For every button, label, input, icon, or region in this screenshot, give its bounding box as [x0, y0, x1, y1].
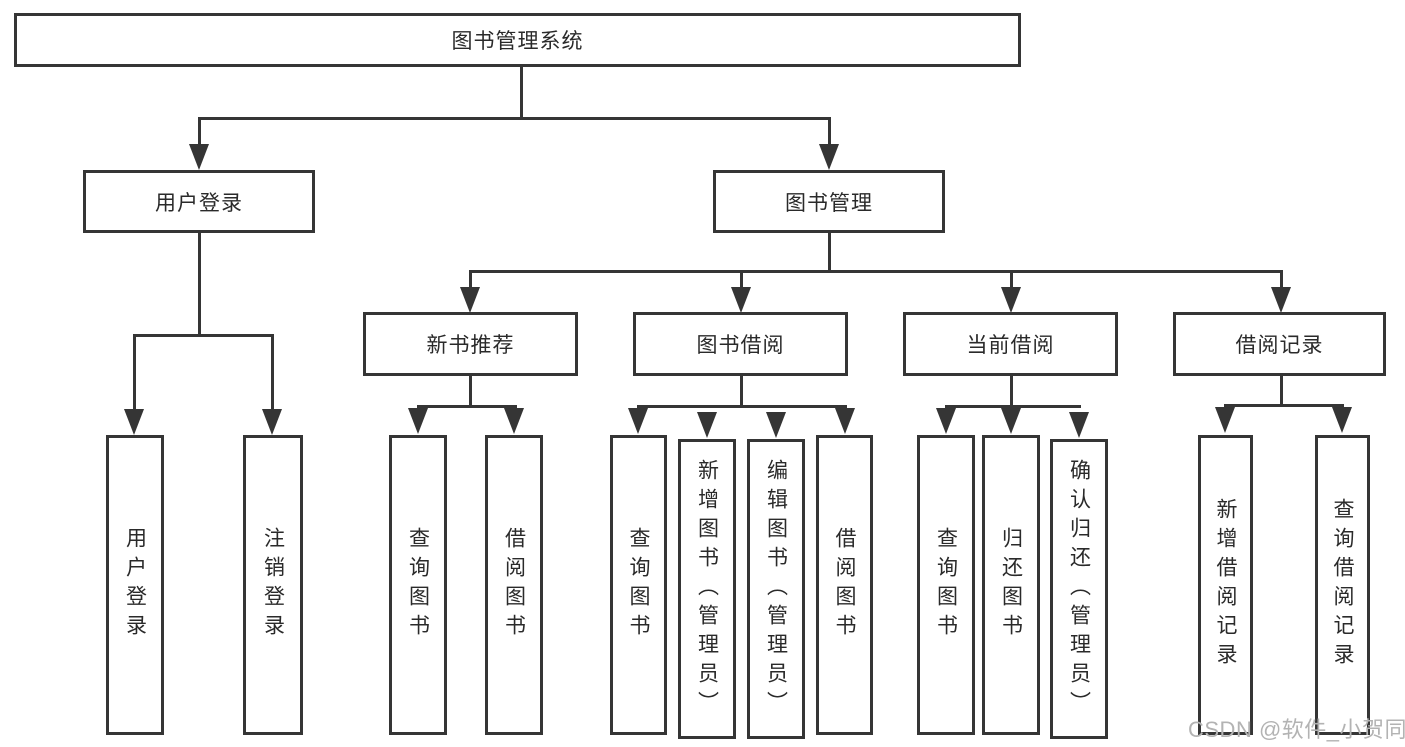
- leaf-cb-confirm-return-admin: 确认归还（管理员）: [1050, 439, 1108, 739]
- arrowhead-current-borrow: [1001, 287, 1021, 313]
- leaf-bb-borrow-book-label: 借阅图书: [833, 527, 856, 643]
- connector-book-mgmt-stem: [828, 233, 831, 273]
- connector-current-borrow-stem: [1010, 376, 1013, 408]
- arrowhead-rec-borrow-book: [504, 408, 524, 434]
- leaf-cb-query-book: 查询图书: [917, 435, 975, 735]
- connector-book-borrow-bar: [637, 405, 847, 408]
- leaf-cb-return-book-label: 归还图书: [999, 527, 1023, 643]
- leaf-br-query-record: 查询借阅记录: [1315, 435, 1370, 735]
- leaf-cb-query-book-label: 查询图书: [934, 527, 958, 643]
- leaf-bb-edit-book-admin-label: 编辑图书（管理员）: [764, 458, 788, 720]
- node-current-borrow: 当前借阅: [903, 312, 1118, 376]
- connector-drop-leaf-logout: [271, 334, 274, 410]
- arrowhead-bb-borrow-book: [835, 408, 855, 434]
- connector-drop-borrow-record: [1280, 270, 1283, 288]
- leaf-bb-add-book-admin: 新增图书（管理员）: [678, 439, 736, 739]
- node-book-borrow: 图书借阅: [633, 312, 848, 376]
- leaf-br-query-record-label: 查询借阅记录: [1331, 498, 1354, 672]
- connector-new-book-rec-bar: [417, 405, 517, 408]
- leaf-bb-borrow-book: 借阅图书: [816, 435, 873, 735]
- node-borrow-record-label: 借阅记录: [1235, 334, 1324, 357]
- leaf-logout-label: 注销登录: [261, 527, 285, 643]
- csdn-watermark: CSDN @软件_小贺同学: [1188, 717, 1405, 742]
- connector-root-bar: [198, 117, 831, 120]
- arrowhead-bb-edit-book: [766, 412, 786, 438]
- node-user-login-label: 用户登录: [155, 191, 243, 215]
- arrowhead-book-borrow: [731, 287, 751, 313]
- leaf-br-add-record-label: 新增借阅记录: [1214, 498, 1237, 672]
- connector-book-borrow-stem: [740, 376, 743, 408]
- leaf-bb-query-book: 查询图书: [610, 435, 667, 735]
- connector-drop-new-book-rec: [469, 270, 472, 288]
- arrowhead-borrow-record: [1271, 287, 1291, 313]
- arrowhead-rec-query-book: [408, 408, 428, 434]
- connector-user-login-stem: [198, 233, 201, 337]
- leaf-cb-return-book: 归还图书: [982, 435, 1040, 735]
- leaf-rec-borrow-book: 借阅图书: [485, 435, 543, 735]
- arrowhead-leaf-logout: [262, 409, 282, 435]
- leaf-rec-query-book-label: 查询图书: [406, 527, 430, 643]
- arrowhead-bb-query-book: [628, 408, 648, 434]
- connector-drop-current-borrow: [1010, 270, 1013, 288]
- connector-current-borrow-bar: [945, 405, 1081, 408]
- arrowhead-cb-query-book: [936, 408, 956, 434]
- leaf-bb-edit-book-admin: 编辑图书（管理员）: [747, 439, 805, 739]
- node-borrow-record: 借阅记录: [1173, 312, 1386, 376]
- arrowhead-book-mgmt: [819, 144, 839, 170]
- connector-user-login-bar: [133, 334, 274, 337]
- connector-borrow-record-stem: [1280, 376, 1283, 406]
- connector-drop-user-login: [198, 117, 201, 146]
- node-book-mgmt-label: 图书管理: [785, 191, 873, 215]
- connector-drop-leaf-user-login: [133, 334, 136, 410]
- leaf-cb-confirm-return-admin-label: 确认归还（管理员）: [1067, 458, 1091, 720]
- arrowhead-bb-add-book: [697, 412, 717, 438]
- node-current-borrow-label: 当前借阅: [966, 334, 1055, 357]
- node-new-book-rec-label: 新书推荐: [426, 334, 515, 357]
- arrowhead-br-add-record: [1215, 407, 1235, 433]
- node-new-book-rec: 新书推荐: [363, 312, 578, 376]
- node-root-label: 图书管理系统: [451, 30, 584, 53]
- leaf-rec-query-book: 查询图书: [389, 435, 447, 735]
- arrowhead-br-query-record: [1332, 407, 1352, 433]
- node-root-system: 图书管理系统: [14, 13, 1021, 67]
- leaf-logout: 注销登录: [243, 435, 303, 735]
- connector-drop-book-mgmt: [828, 117, 831, 146]
- leaf-bb-query-book-label: 查询图书: [627, 527, 650, 643]
- connector-new-book-rec-stem: [469, 376, 472, 408]
- node-book-mgmt: 图书管理: [713, 170, 945, 233]
- connector-book-mgmt-bar: [469, 270, 1283, 273]
- connector-root-stem: [520, 66, 523, 119]
- arrowhead-cb-return-book: [1001, 408, 1021, 434]
- node-user-login: 用户登录: [83, 170, 315, 233]
- leaf-br-add-record: 新增借阅记录: [1198, 435, 1253, 735]
- connector-borrow-record-bar: [1224, 404, 1344, 407]
- connector-drop-book-borrow: [740, 270, 743, 288]
- arrowhead-leaf-user-login: [124, 409, 144, 435]
- leaf-bb-add-book-admin-label: 新增图书（管理员）: [695, 458, 719, 720]
- arrowhead-cb-confirm-return: [1069, 412, 1089, 438]
- leaf-user-login: 用户登录: [106, 435, 164, 735]
- leaf-user-login-label: 用户登录: [123, 527, 147, 643]
- arrowhead-user-login: [189, 144, 209, 170]
- leaf-rec-borrow-book-label: 借阅图书: [502, 527, 526, 643]
- arrowhead-new-book-rec: [460, 287, 480, 313]
- node-book-borrow-label: 图书借阅: [696, 334, 785, 357]
